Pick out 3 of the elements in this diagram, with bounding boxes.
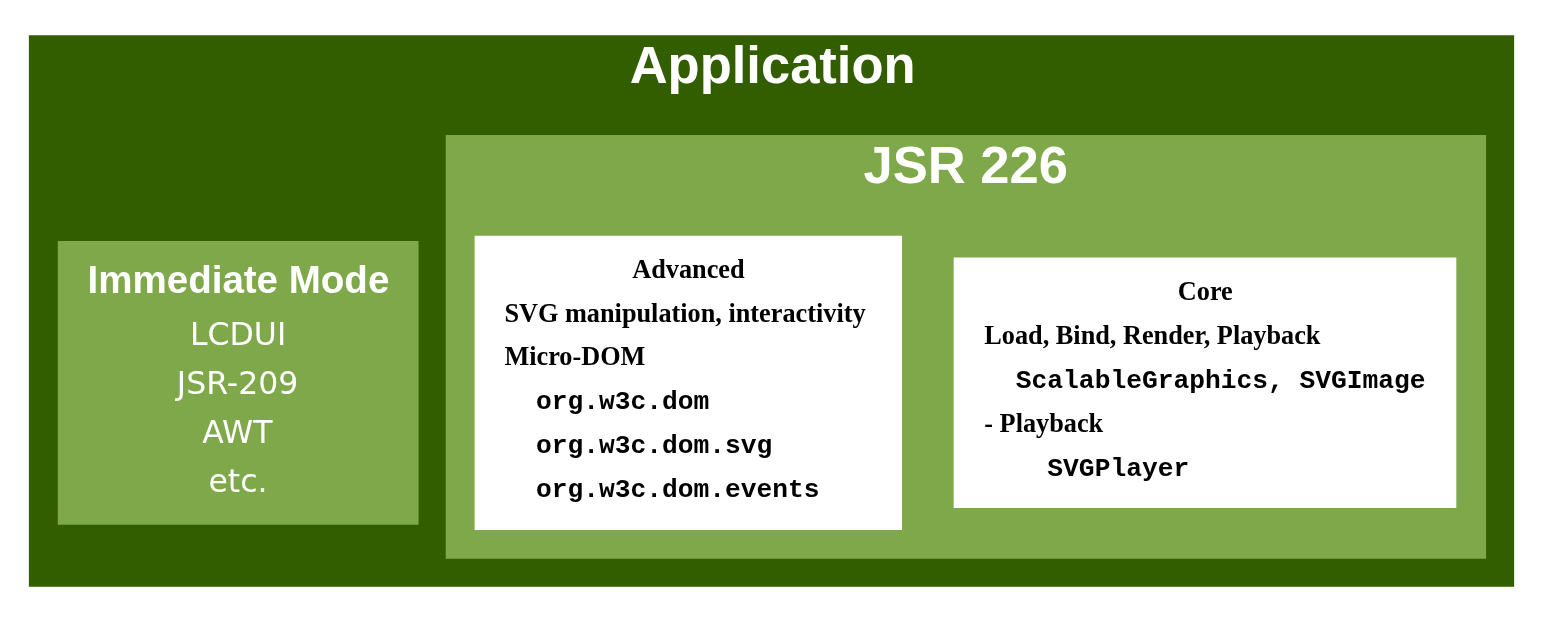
node-box: Core Load, Bind, Render, Playback ScalableGraphics, SVGImage - Playback SVGPlayer — [953, 257, 1457, 508]
node-box: Immediate Mode LCDUI JSR-209 AWT etc. — [57, 240, 419, 525]
node-box: Advanced SVG manipulation, interactivity Micro-DOM org.w3c.dom org.w3c.dom.svg org.w3c.dom.events — [474, 235, 902, 530]
